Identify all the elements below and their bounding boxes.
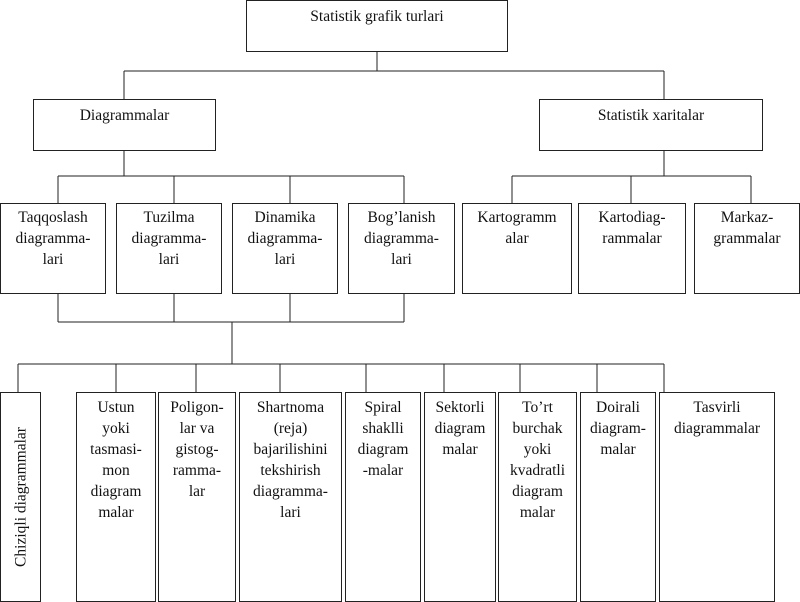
- node-ustun: Ustun yoki tasmasi- mon diagram malar: [76, 392, 156, 602]
- node-tortburchak: To’rt burchak yoki kvadratli diagram mal…: [498, 392, 577, 602]
- node-label: To’rt burchak yoki kvadratli diagram mal…: [509, 399, 566, 521]
- node-kartogramm: Kartogramm alar: [462, 203, 572, 294]
- node-spiral: Spiral shaklli diagram -malar: [345, 392, 421, 602]
- node-taqqoslash: Taqqoslash diagramma- lari: [0, 203, 106, 294]
- node-label: Statistik xaritalar: [597, 107, 705, 124]
- node-diagrams: Diagrammalar: [33, 99, 216, 151]
- node-label: Doirali diagram- malar: [590, 399, 646, 458]
- node-maps: Statistik xaritalar: [539, 99, 763, 151]
- node-label: Markaz- grammalar: [713, 209, 781, 247]
- node-label: Ustun yoki tasmasi- mon diagram malar: [90, 399, 142, 521]
- node-chiziqli: Chiziqli diagrammalar: [0, 392, 41, 602]
- node-tuzilma: Tuzilma diagramma- lari: [116, 203, 222, 294]
- node-label: Kartogramm alar: [477, 209, 557, 247]
- node-label: Tuzilma diagramma- lari: [131, 209, 207, 268]
- node-label: Statistik grafik turlari: [310, 8, 444, 25]
- node-shartnoma: Shartnoma (reja) bajarilishini tekshiris…: [239, 392, 342, 602]
- node-sektorli: Sektorli diagram malar: [424, 392, 496, 602]
- node-kartodiag: Kartodiag- rammalar: [578, 203, 686, 294]
- node-dinamika: Dinamika diagramma- lari: [232, 203, 338, 294]
- node-boglanish: Bog’lanish diagramma- lari: [348, 203, 455, 294]
- node-label: Sektorli diagram malar: [434, 399, 486, 458]
- node-root: Statistik grafik turlari: [246, 0, 508, 52]
- node-label: Bog’lanish diagramma- lari: [364, 209, 439, 268]
- node-label: Chiziqli diagrammalar: [12, 427, 29, 567]
- node-tasvirli: Tasvirli diagrammalar: [659, 392, 775, 602]
- node-label: Tasvirli diagrammalar: [673, 399, 761, 437]
- node-doirali: Doirali diagram- malar: [580, 392, 656, 602]
- node-label: Spiral shaklli diagram -malar: [357, 399, 409, 479]
- node-label: Dinamika diagramma- lari: [247, 209, 323, 268]
- node-label: Shartnoma (reja) bajarilishini tekshiris…: [253, 399, 328, 521]
- node-poligon: Poligon- lar va gistog- ramma- lar: [158, 392, 236, 602]
- node-label: Diagrammalar: [79, 107, 170, 124]
- node-label: Poligon- lar va gistog- ramma- lar: [170, 399, 224, 500]
- node-markaz: Markaz- grammalar: [694, 203, 800, 294]
- node-label: Kartodiag- rammalar: [598, 209, 666, 247]
- node-label: Taqqoslash diagramma- lari: [15, 209, 91, 268]
